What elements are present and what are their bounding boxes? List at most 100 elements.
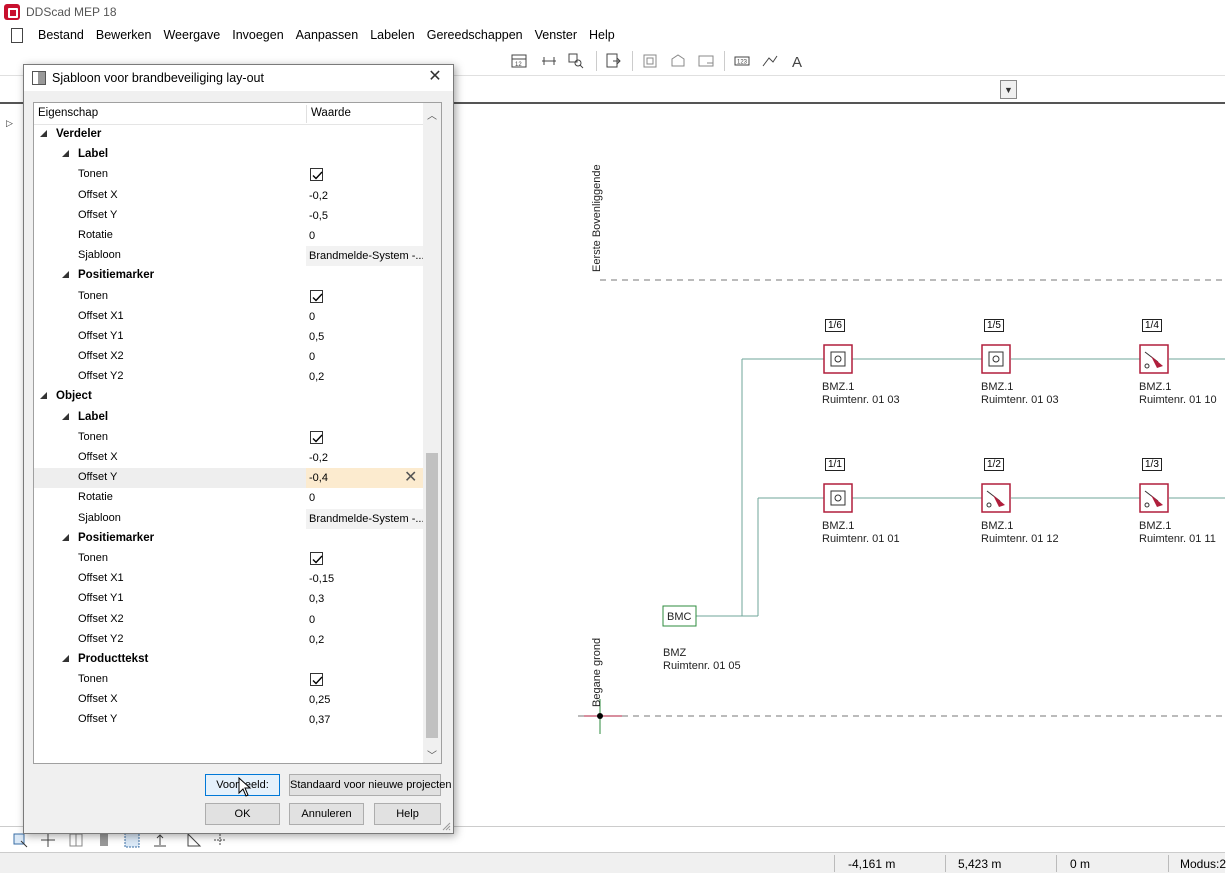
menu-help[interactable]: Help <box>589 28 615 42</box>
property-value[interactable]: -0,15 <box>309 573 335 586</box>
tonen-checkbox[interactable] <box>310 551 323 565</box>
property-value[interactable]: -0,2 <box>309 189 328 202</box>
menu-bewerken[interactable]: Bewerken <box>95 28 152 42</box>
property-row[interactable]: Offset Y-0,5 <box>34 206 423 226</box>
property-value[interactable]: 0,5 <box>309 330 325 343</box>
scroll-up-icon[interactable]: ︿ <box>427 111 437 122</box>
vertical-scrollbar[interactable]: ︿ ﹀ <box>423 103 441 763</box>
chevron-down-icon[interactable]: ▼ <box>1000 80 1017 99</box>
property-row[interactable]: Tonen <box>34 670 423 690</box>
collapse-triangle-icon[interactable] <box>62 271 69 279</box>
property-value[interactable]: 0,2 <box>309 633 325 646</box>
value-edit-field[interactable]: -0,4 <box>306 468 423 489</box>
property-value[interactable]: 0,37 <box>309 714 331 727</box>
tonen-checkbox[interactable] <box>310 430 323 444</box>
new-document-icon[interactable] <box>11 27 23 43</box>
property-row[interactable]: Tonen <box>34 165 423 185</box>
menu-aanpassen[interactable]: Aanpassen <box>295 28 359 42</box>
default-for-new-projects-button[interactable]: Standaard voor nieuwe projecten <box>289 774 451 796</box>
snap-point-icon[interactable] <box>40 832 56 848</box>
menu-labelen[interactable]: Labelen <box>370 28 415 42</box>
ok-button[interactable]: OK <box>205 803 280 825</box>
label-icon[interactable]: 123 <box>733 52 751 70</box>
property-row[interactable]: Producttekst <box>34 650 423 670</box>
property-row[interactable]: Offset X-0,2 <box>34 448 423 468</box>
menu-venster[interactable]: Venster <box>534 28 578 42</box>
text-icon[interactable]: A <box>789 52 807 71</box>
template-dropdown[interactable]: Brandmelde-System -... <box>306 508 425 529</box>
property-value[interactable]: 0,2 <box>309 371 325 384</box>
tonen-checkbox[interactable] <box>310 168 323 182</box>
ortho-icon[interactable] <box>124 832 140 848</box>
property-value[interactable]: -0,5 <box>309 209 328 222</box>
template-dropdown[interactable]: Brandmelde-System -... <box>306 246 425 267</box>
property-row[interactable]: Verdeler <box>34 125 423 145</box>
cancel-button[interactable]: Annuleren <box>289 803 364 825</box>
angle-icon[interactable] <box>186 832 202 848</box>
collapse-triangle-icon[interactable] <box>40 392 47 400</box>
property-row[interactable]: Positiemarker <box>34 529 423 549</box>
column-header-value[interactable]: Waarde <box>311 107 351 119</box>
property-value[interactable]: 0,3 <box>309 593 325 606</box>
menu-invoegen[interactable]: Invoegen <box>232 28 284 42</box>
property-value[interactable]: 0 <box>309 310 316 323</box>
dimension-icon[interactable] <box>540 52 558 70</box>
drawing-canvas[interactable]: Eerste Bovenliggende Begane grond BMC BM… <box>454 104 1225 826</box>
tonen-checkbox[interactable] <box>310 289 323 303</box>
property-row[interactable]: Tonen <box>34 549 423 569</box>
property-value[interactable]: -0,2 <box>309 452 328 464</box>
property-value[interactable]: 0 <box>309 229 316 242</box>
menu-weergave[interactable]: Weergave <box>163 28 221 42</box>
expand-icon[interactable]: ▷ <box>6 118 13 128</box>
table-numbering-icon[interactable]: 12 <box>510 52 528 70</box>
property-value[interactable]: 0 <box>309 613 316 626</box>
menu-bestand[interactable]: Bestand <box>38 28 84 42</box>
collapse-triangle-icon[interactable] <box>62 533 69 541</box>
property-row[interactable]: Tonen <box>34 287 423 307</box>
scroll-down-icon[interactable]: ﹀ <box>427 751 437 762</box>
column-divider[interactable] <box>306 105 307 123</box>
property-row[interactable]: Offset X1-0,15 <box>34 569 423 589</box>
grid-snap-icon[interactable] <box>68 832 84 848</box>
property-row[interactable]: Label <box>34 408 423 428</box>
room-icon[interactable] <box>669 52 687 70</box>
view-frame-icon[interactable] <box>641 52 659 70</box>
property-row[interactable]: Offset Y-0,4✕ <box>34 468 423 489</box>
search-symbol-icon[interactable] <box>567 52 585 70</box>
collapse-triangle-icon[interactable] <box>62 412 69 420</box>
resize-grip-icon[interactable] <box>441 821 451 831</box>
close-icon[interactable]: ✕ <box>428 68 442 85</box>
collapse-triangle-icon[interactable] <box>62 150 69 158</box>
property-row[interactable]: Tonen <box>34 428 423 448</box>
object-snap-icon[interactable] <box>96 832 112 848</box>
elevation-icon[interactable] <box>152 832 168 848</box>
property-value[interactable]: 0 <box>309 351 316 364</box>
dialog-titlebar[interactable]: Sjabloon voor brandbeveiliging lay-out ✕ <box>24 65 453 91</box>
tonen-checkbox[interactable] <box>310 673 323 687</box>
property-value[interactable]: 0 <box>309 492 316 505</box>
clear-value-icon[interactable]: ✕ <box>404 469 418 487</box>
export-document-icon[interactable] <box>604 52 622 70</box>
help-button[interactable]: Help <box>374 803 441 825</box>
select-icon[interactable] <box>12 832 28 848</box>
property-row[interactable]: Object <box>34 387 423 407</box>
leader-label-icon[interactable] <box>761 52 779 70</box>
column-header-property[interactable]: Eigenschap <box>38 107 99 119</box>
collapse-triangle-icon[interactable] <box>40 130 47 137</box>
property-row[interactable]: Positiemarker <box>34 266 423 286</box>
menu-gereedschappen[interactable]: Gereedschappen <box>426 28 523 42</box>
measure-icon[interactable] <box>212 832 228 848</box>
layout-icon[interactable] <box>697 52 715 70</box>
